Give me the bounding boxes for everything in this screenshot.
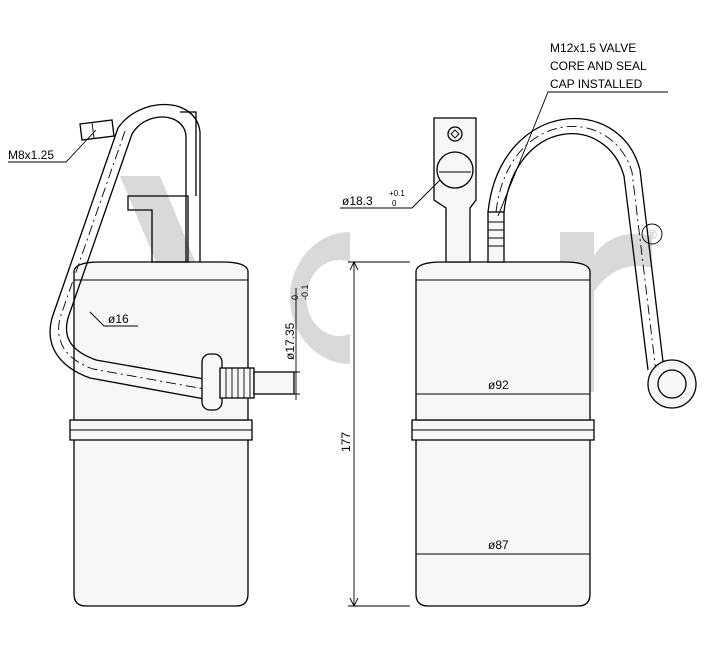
watermark-letter-r-arm (594, 233, 652, 292)
valve-note-leader (497, 91, 668, 217)
right-end-fitting-outer (647, 359, 697, 409)
left-tube-dia-label: ø16 (108, 312, 129, 326)
valve-note-line2: CORE AND SEAL (550, 59, 647, 73)
left-fitting-thread-lines (225, 368, 251, 398)
valve-note-line3: CAP INSTALLED (550, 77, 643, 91)
left-fitting-dia-label: ø17.35 (283, 322, 297, 360)
right-port-bolt (447, 126, 463, 142)
left-fitting-tol-bottom: -0.1 (300, 284, 310, 300)
right-port-plate (433, 117, 477, 263)
left-fitting (201, 353, 295, 411)
right-port-opening (436, 151, 474, 189)
right-upper-dome (415, 261, 591, 421)
right-port-bolt-head (450, 129, 460, 139)
left-thread-label: M8x1.25 (8, 148, 54, 162)
right-end-fitting-inner (657, 369, 687, 399)
left-lower-canister (73, 431, 249, 607)
height-dimension: 177 (339, 260, 410, 608)
right-lower-canister (415, 431, 591, 607)
left-fitting-dim-line (290, 288, 300, 400)
left-fitting-tip (253, 371, 295, 395)
watermark-letter-c (290, 232, 350, 364)
lower-body-dia-label: ø87 (488, 538, 509, 552)
right-tube-inner (503, 133, 649, 371)
left-bracket-top (180, 111, 197, 196)
registered-mark-circle (641, 223, 663, 245)
registered-mark: ® (647, 227, 657, 242)
left-tube-dia-leader (89, 311, 138, 327)
height-dim-lines (348, 260, 410, 608)
left-thread-stub (79, 119, 115, 141)
left-view: ø17.35 0 -0.1 ø16 M8x1.25 (8, 103, 310, 607)
left-tube-centerline (58, 130, 211, 391)
left-thread-leader (8, 129, 97, 163)
height-label: 177 (339, 432, 353, 452)
valve-core (487, 211, 505, 263)
left-thread-stub-line (91, 121, 95, 139)
left-bracket (127, 195, 189, 263)
left-fitting-tol-top: 0 (290, 295, 300, 300)
left-tube-inner (65, 116, 211, 381)
right-port-tol-top: +0.1 (389, 189, 405, 198)
valve-body (487, 211, 505, 263)
right-port-leader (340, 179, 441, 209)
right-view: ø92 ø87 ø18.3 +0.1 0 M12x1.5 VALVE CORE … (340, 41, 697, 607)
left-fitting-nut (201, 353, 223, 411)
upper-body-dia-label: ø92 (488, 378, 509, 392)
left-fitting-thread (219, 367, 255, 399)
valve-threads (488, 221, 504, 247)
right-port-tol-bottom: 0 (392, 199, 397, 208)
right-port-dia-label: ø18.3 (342, 194, 373, 208)
valve-note-line1: M12x1.5 VALVE (550, 41, 636, 55)
right-tube-outer (487, 117, 665, 371)
left-tube-outer (49, 103, 211, 401)
